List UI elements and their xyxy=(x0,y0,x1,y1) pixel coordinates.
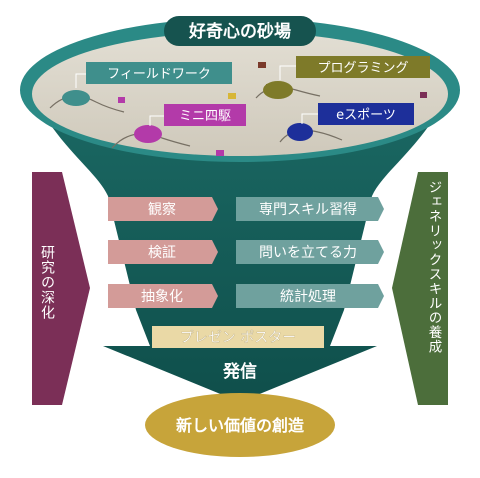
label-mini4wd xyxy=(164,104,246,126)
sand-piece xyxy=(258,62,266,68)
leader-line xyxy=(301,113,318,124)
sand-piece xyxy=(216,150,224,156)
skill-box-expertise xyxy=(236,197,384,221)
label-fieldwork-text: フィールドワーク xyxy=(107,67,211,82)
leader-line xyxy=(149,115,164,126)
sand-piece xyxy=(420,92,427,98)
side-arrow-right xyxy=(392,172,448,405)
side-label-research: 研究の深化 xyxy=(39,245,55,320)
label-esports xyxy=(318,103,414,125)
figure-mini4wd xyxy=(134,125,162,143)
label-fieldwork xyxy=(86,62,232,84)
skill-statistics-text: 統計処理 xyxy=(280,289,336,305)
sandbox xyxy=(32,32,448,156)
skill-observe-text: 観察 xyxy=(148,201,176,218)
skill-abstract-text: 抽象化 xyxy=(141,289,183,305)
title-badge xyxy=(164,16,316,46)
skill-box-statistics xyxy=(236,284,384,308)
poster-box xyxy=(152,326,324,348)
leader-line xyxy=(279,65,296,80)
side-label-generic-skills: ジェネリックスキルの養成 xyxy=(425,180,442,354)
output-text: 発信 xyxy=(222,361,257,382)
poster-text: プレゼン ポスター xyxy=(180,330,296,346)
skill-verify-text: 検証 xyxy=(148,245,176,261)
title-text: 好奇心の砂場 xyxy=(188,21,291,42)
figure-fieldwork xyxy=(62,90,90,106)
label-programming xyxy=(296,56,430,78)
sand-piece xyxy=(228,93,236,99)
sand-piece xyxy=(118,97,125,103)
figure-programming xyxy=(263,81,293,99)
skill-box-abstract xyxy=(108,284,218,308)
result-oval xyxy=(145,393,335,457)
skill-box-verify xyxy=(108,240,218,264)
skill-box-questioning xyxy=(236,240,384,264)
leader-line xyxy=(75,73,86,88)
skill-questioning-text: 問いを立てる力 xyxy=(259,245,357,261)
skill-box-observe xyxy=(108,197,218,221)
label-mini4wd-text: ミニ四駆 xyxy=(179,109,231,124)
side-arrow-left xyxy=(32,172,90,405)
figure-esports xyxy=(287,123,313,141)
label-programming-text: プログラミング xyxy=(317,61,408,76)
label-esports-text: eスポーツ xyxy=(336,108,396,123)
result-text: 新しい価値の創造 xyxy=(176,416,305,435)
skill-expertise-text: 専門スキル習得 xyxy=(259,201,357,218)
